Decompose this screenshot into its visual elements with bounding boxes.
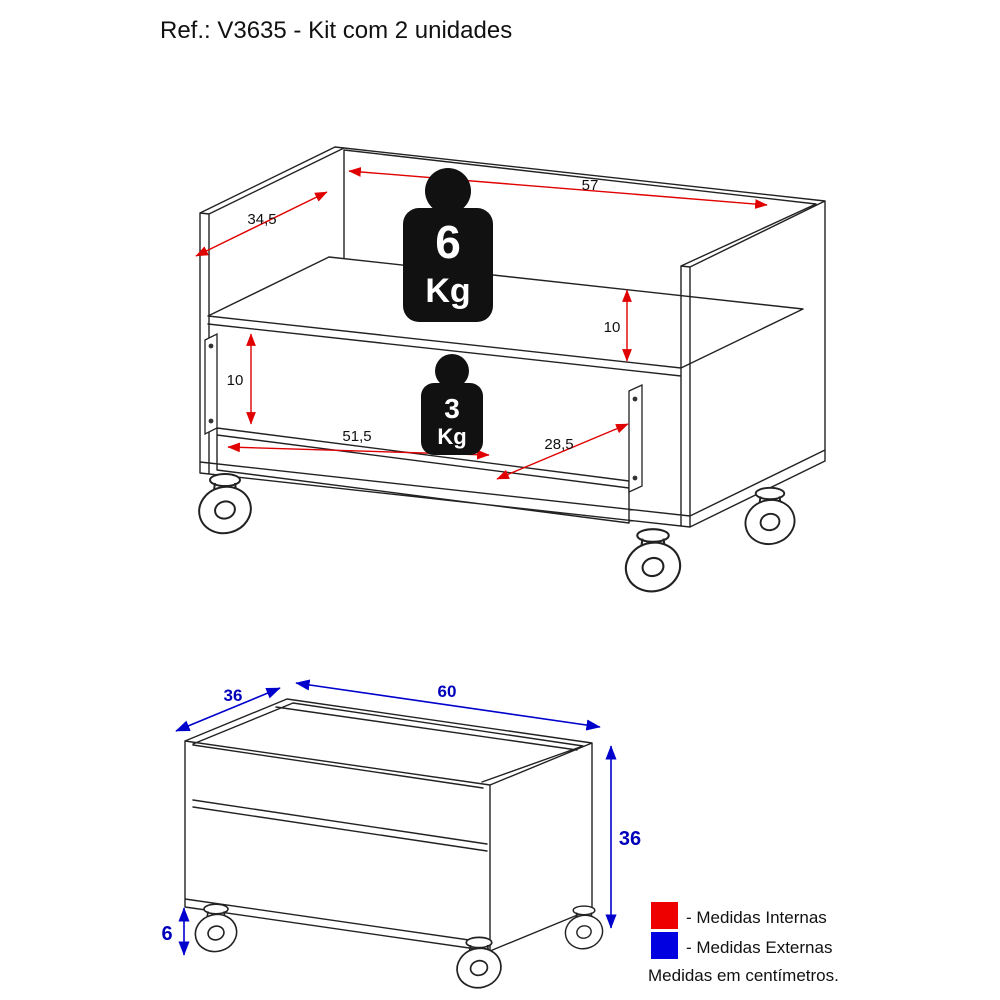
dim-label-width: 57 xyxy=(582,177,599,194)
page-title: Ref.: V3635 - Kit com 2 unidades xyxy=(160,17,512,44)
bottom-unit-drawing: 36 60 36 6 xyxy=(161,679,641,994)
left-rail xyxy=(204,332,218,436)
legend-swatch-internal xyxy=(651,902,678,929)
top-unit-frame-lines xyxy=(199,146,826,528)
caster-wheel-icon xyxy=(451,936,507,994)
dim-internal-clearance-right: 10 xyxy=(604,289,632,362)
dim-internal-clearance-left: 10 xyxy=(227,333,256,425)
legend: - Medidas Internas - Medidas Externas Me… xyxy=(648,902,839,985)
right-rail xyxy=(628,383,643,494)
weight-icon-6kg: 6 Kg xyxy=(403,168,493,322)
weight-bottom-unit: Kg xyxy=(437,424,466,449)
screw-icon xyxy=(208,343,214,349)
weight-bottom-value: 3 xyxy=(444,393,460,424)
legend-internal-label: - Medidas Internas xyxy=(686,908,827,927)
dim-internal-width: 57 xyxy=(348,167,768,209)
dim-label-drawer-width: 51,5 xyxy=(342,428,371,445)
dim-label-drawer-depth: 28,5 xyxy=(544,436,573,453)
dim-external-depth: 36 xyxy=(175,686,281,732)
caster-wheel-icon xyxy=(739,486,801,551)
weight-icon-3kg: 3 Kg xyxy=(421,354,483,455)
dim-label-ext-height: 36 xyxy=(619,828,641,850)
top-unit-drawing: 34,5 57 10 10 51,5 28,5 6 Kg xyxy=(192,146,826,599)
legend-units-note: Medidas em centímetros. xyxy=(648,966,839,985)
caster-wheel-icon xyxy=(560,905,608,954)
weight-top-unit: Kg xyxy=(425,272,470,310)
dim-external-height: 36 xyxy=(605,745,641,929)
caster-wheel-icon xyxy=(192,473,258,540)
bottom-unit-frame-lines xyxy=(184,698,593,952)
dim-label-caster-height: 6 xyxy=(161,923,172,945)
weight-top-value: 6 xyxy=(435,216,461,268)
legend-swatch-external xyxy=(651,932,678,959)
dim-label-clearance-left: 10 xyxy=(227,372,244,389)
dim-internal-drawer-depth: 28,5 xyxy=(496,423,629,480)
dim-external-width: 60 xyxy=(295,679,601,731)
dim-internal-depth: 34,5 xyxy=(195,191,328,257)
screw-icon xyxy=(208,418,214,424)
caster-wheel-icon xyxy=(190,903,242,957)
dim-label-clearance-right: 10 xyxy=(604,319,621,336)
top-unit-casters xyxy=(192,473,801,599)
dim-label-depth: 34,5 xyxy=(247,211,276,228)
screw-icon xyxy=(632,475,638,481)
dim-label-ext-width: 60 xyxy=(438,682,457,701)
dim-label-ext-depth: 36 xyxy=(224,686,243,705)
caster-wheel-icon xyxy=(619,528,687,599)
legend-external-label: - Medidas Externas xyxy=(686,938,832,957)
screw-icon xyxy=(632,396,638,402)
dim-external-caster-height: 6 xyxy=(161,907,190,956)
